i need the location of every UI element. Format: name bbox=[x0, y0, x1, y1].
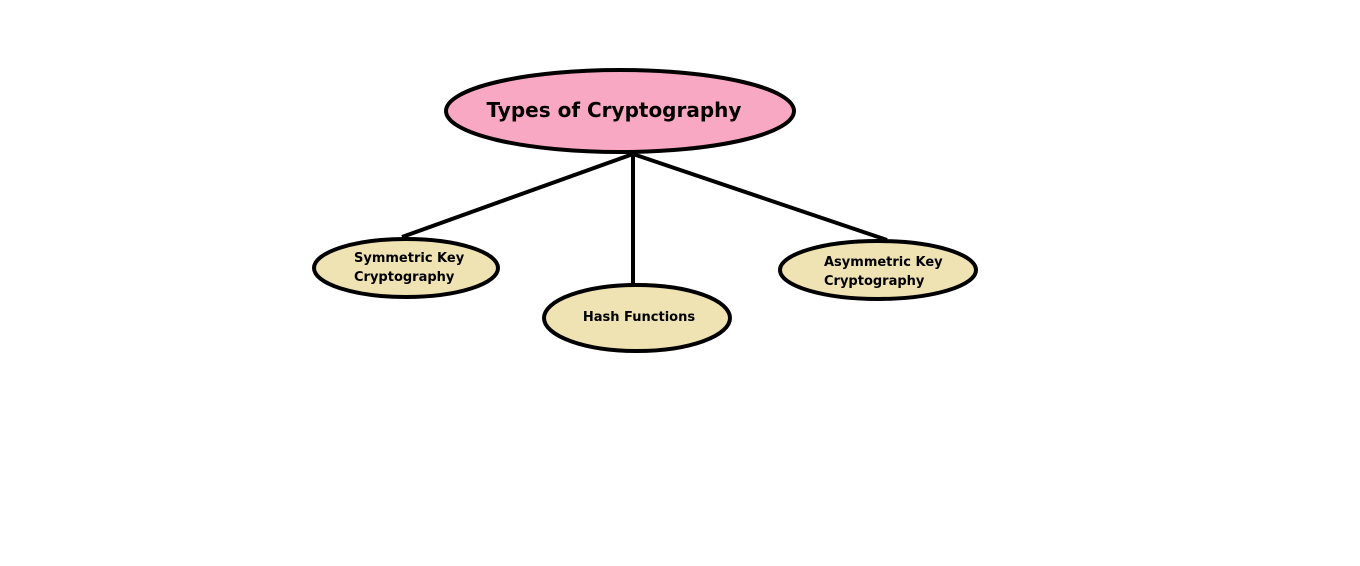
child-node-symmetric-label: Symmetric Key Cryptography bbox=[354, 251, 469, 285]
root-node-ellipse bbox=[444, 68, 796, 154]
child-node-hash-ellipse bbox=[542, 283, 732, 353]
child-node-asymmetric-ellipse bbox=[778, 239, 978, 301]
child-node-symmetric: Symmetric Key Cryptography bbox=[312, 237, 500, 299]
child-node-symmetric-line-2: Cryptography bbox=[354, 270, 455, 285]
root-node: Types of Cryptography bbox=[444, 68, 796, 154]
child-node-asymmetric-line-1: Asymmetric Key bbox=[824, 255, 943, 270]
connector-root-to-asymmetric bbox=[632, 152, 888, 242]
child-node-hash-label: Hash Functions bbox=[583, 310, 695, 325]
child-node-hash-line-1: Hash Functions bbox=[583, 310, 695, 325]
root-node-label: Types of Cryptography bbox=[487, 98, 742, 122]
connector-root-to-symmetric bbox=[401, 152, 634, 239]
child-node-hash: Hash Functions bbox=[542, 283, 732, 353]
child-node-asymmetric-line-2: Cryptography bbox=[824, 274, 925, 289]
child-node-asymmetric: Asymmetric Key Cryptography bbox=[778, 239, 978, 301]
child-node-symmetric-ellipse bbox=[312, 237, 500, 299]
child-node-asymmetric-label: Asymmetric Key Cryptography bbox=[824, 255, 947, 289]
child-node-symmetric-line-1: Symmetric Key bbox=[354, 251, 465, 266]
